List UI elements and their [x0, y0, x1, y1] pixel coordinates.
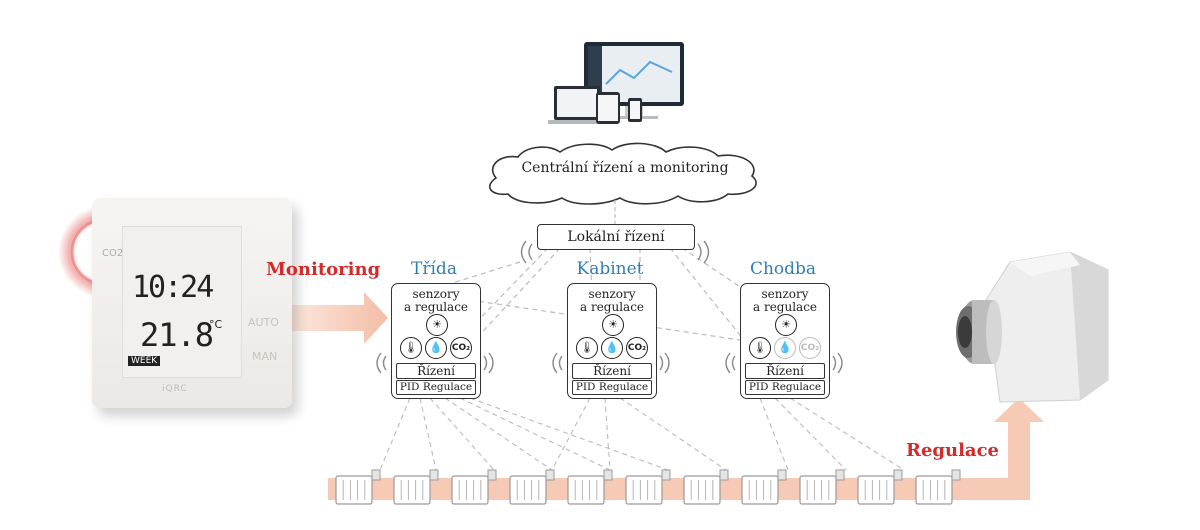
radiator-unit: [451, 469, 497, 505]
humidity-icon: 💧: [774, 337, 796, 359]
thermometer-icon: 🌡: [749, 337, 771, 359]
card-pid-label: PID Regulace: [745, 380, 825, 395]
room-title-kabinet: Kabinet: [576, 259, 644, 279]
thermostat-screen: [122, 226, 242, 378]
card-control-label: Řízení: [396, 363, 476, 379]
brightness-icon: ☀: [426, 314, 448, 336]
card-pid-label: PID Regulace: [572, 380, 652, 395]
thermostat-unit: °C: [209, 318, 223, 331]
thermometer-icon: 🌡: [400, 337, 422, 359]
humidity-icon: 💧: [425, 337, 447, 359]
thermostat-temp: 21.8: [140, 316, 214, 354]
controller-card-kabinet: senzory a regulace ☀ 🌡 💧 CO₂ Řízení PID …: [567, 283, 657, 399]
controller-card-chodba: senzory a regulace ☀ 🌡 💧 CO₂ Řízení PID …: [740, 283, 830, 399]
radiator-unit: [915, 469, 961, 505]
regulation-arrow: [328, 398, 1044, 500]
radiator-unit: [509, 469, 555, 505]
thermostat-device: CO2 10:24 21.8 °C WEEK iQRC AUTO MAN: [92, 198, 292, 408]
thermometer-icon: 🌡: [576, 337, 598, 359]
humidity-icon: 💧: [601, 337, 623, 359]
card-sensors-label: senzory a regulace: [752, 287, 818, 314]
cloud-shape: [488, 142, 757, 205]
radiator-links: [379, 397, 905, 471]
regulation-label: Regulace: [906, 440, 999, 461]
room-title-chodba: Chodba: [749, 259, 817, 279]
radiator-unit: [683, 469, 729, 505]
radiator-unit: [857, 469, 903, 505]
thermostat-time: 10:24: [132, 270, 214, 305]
card-sensors-label: senzory a regulace: [403, 287, 469, 314]
valve-actuator-illustration: [956, 251, 1109, 403]
card-sensors-label: senzory a regulace: [579, 287, 645, 314]
devices-illustration: [548, 42, 684, 124]
thermostat-auto-label: AUTO: [248, 316, 279, 329]
card-pid-label: PID Regulace: [396, 380, 476, 395]
brightness-icon: ☀: [602, 314, 624, 336]
cloud-label: Centrální řízení a monitoring: [521, 160, 729, 176]
local-control-box: Lokální řízení: [537, 224, 695, 250]
monitoring-label: Monitoring: [266, 259, 381, 280]
card-control-label: Řízení: [572, 363, 652, 379]
radiator-unit: [799, 469, 845, 505]
radiator-unit: [567, 469, 613, 505]
thermostat-man-label: MAN: [252, 350, 278, 363]
room-title-trida: Třída: [411, 259, 457, 279]
brightness-icon: ☀: [775, 314, 797, 336]
co2-icon: CO₂: [799, 337, 821, 359]
card-control-label: Řízení: [745, 363, 825, 379]
wireless-icon: [520, 240, 710, 264]
monitoring-arrow: [292, 292, 388, 344]
thermostat-week-badge: WEEK: [128, 356, 161, 366]
radiator-unit: [741, 469, 787, 505]
radiator-row: [335, 469, 961, 505]
radiator-unit: [393, 469, 439, 505]
thermostat-brand: iQRC: [162, 384, 188, 394]
co2-icon: CO₂: [450, 337, 472, 359]
radiator-unit: [625, 469, 671, 505]
controller-card-trida: senzory a regulace ☀ 🌡 💧 CO₂ Řízení PID …: [391, 283, 481, 399]
co2-icon: CO₂: [626, 337, 648, 359]
radiator-unit: [335, 469, 381, 505]
thermostat-co2-label: CO2: [102, 248, 124, 259]
